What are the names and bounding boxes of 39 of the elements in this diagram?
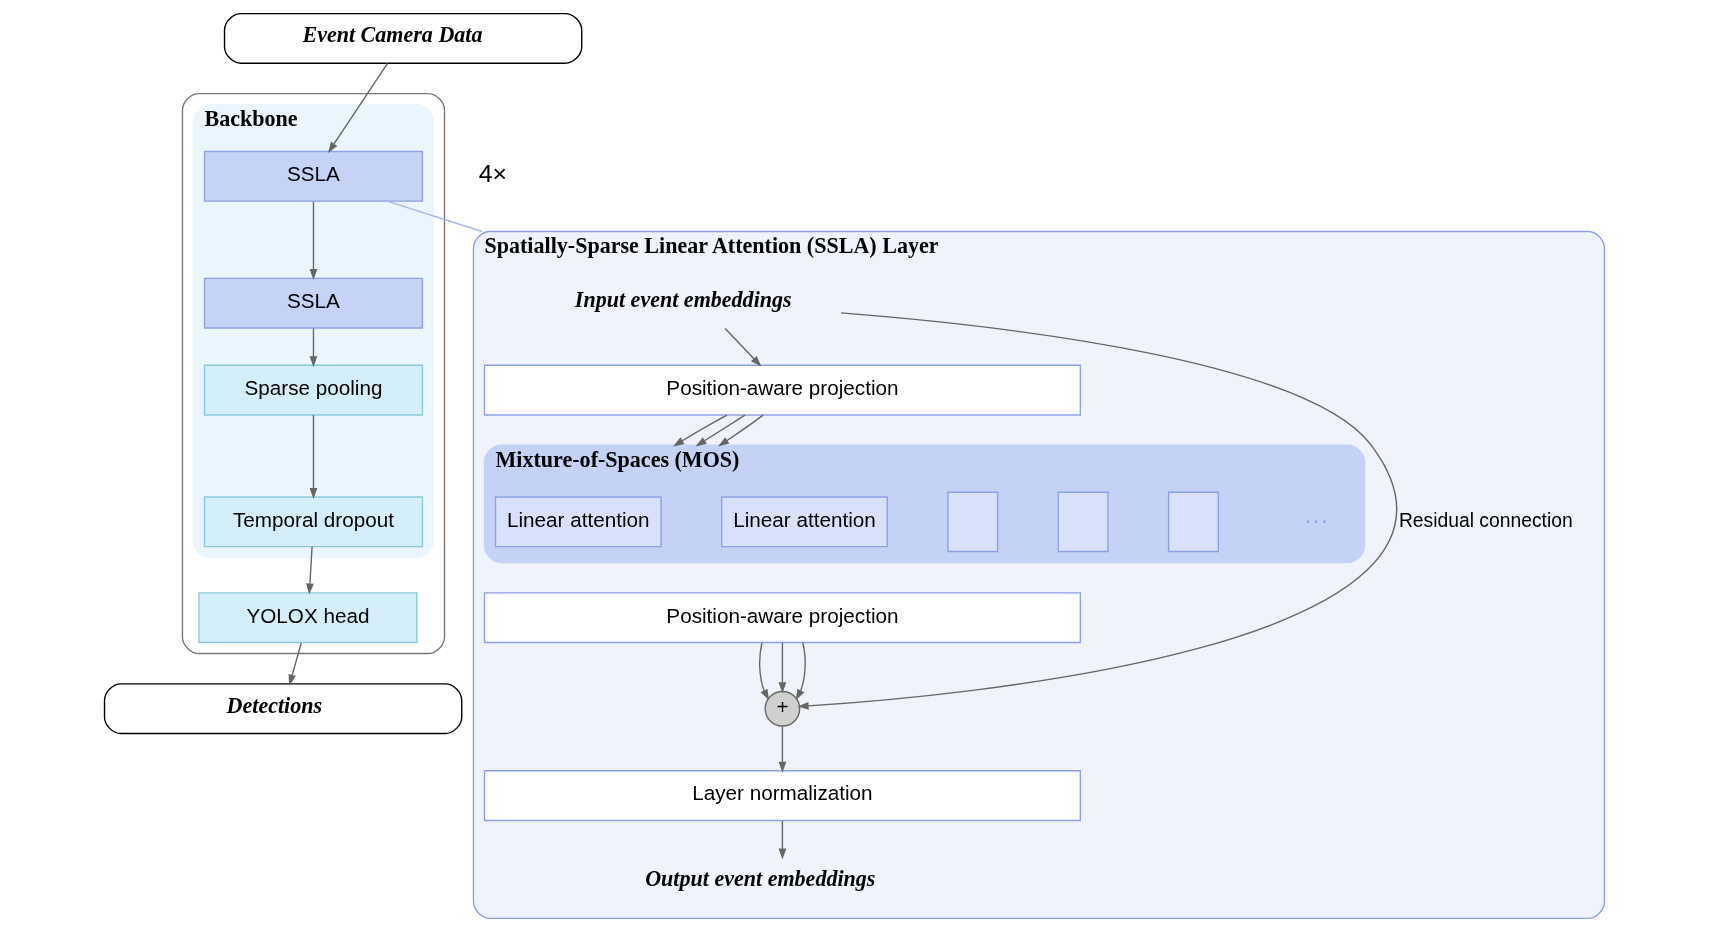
arrow xyxy=(695,414,746,447)
node-box: Detections xyxy=(103,683,462,735)
node-box: SSLA xyxy=(203,277,423,329)
node-text: Input event embeddings xyxy=(574,287,792,313)
arrow xyxy=(758,642,769,701)
arrow xyxy=(288,642,302,686)
label: ··· xyxy=(1303,505,1329,533)
node-box xyxy=(1057,491,1109,553)
node-box: Position-aware projection xyxy=(483,592,1081,644)
edge-label: Residual connection xyxy=(1398,509,1573,531)
arrow xyxy=(305,546,314,595)
arrow xyxy=(778,725,786,773)
arrow xyxy=(723,327,761,367)
cluster xyxy=(181,92,445,655)
node-text: Output event embeddings xyxy=(644,866,875,892)
node-box: Temporal dropout xyxy=(203,496,423,548)
arrow xyxy=(327,62,388,153)
node-box: Layer normalization xyxy=(483,770,1081,822)
arrow xyxy=(309,414,317,500)
arrow xyxy=(778,642,786,694)
label: 4× xyxy=(478,160,507,188)
arrow xyxy=(672,414,728,447)
node-box: Linear attention xyxy=(720,496,888,548)
node-box: YOLOX head xyxy=(197,592,418,644)
node-box: Linear attention xyxy=(494,496,662,548)
arrow xyxy=(309,200,317,281)
arrow xyxy=(797,312,1396,710)
arrow xyxy=(795,642,806,701)
node-circle: + xyxy=(764,690,800,727)
node-box: SSLA xyxy=(203,150,423,202)
arrow xyxy=(309,327,317,368)
arrow xyxy=(717,414,764,447)
arrow xyxy=(778,820,786,860)
connector xyxy=(385,200,483,233)
node-box: Position-aware projection xyxy=(483,364,1081,416)
node-box xyxy=(1167,491,1219,553)
node-box xyxy=(946,491,998,553)
node-box: Event Camera Data xyxy=(223,12,582,64)
node-box: Sparse pooling xyxy=(203,364,423,416)
